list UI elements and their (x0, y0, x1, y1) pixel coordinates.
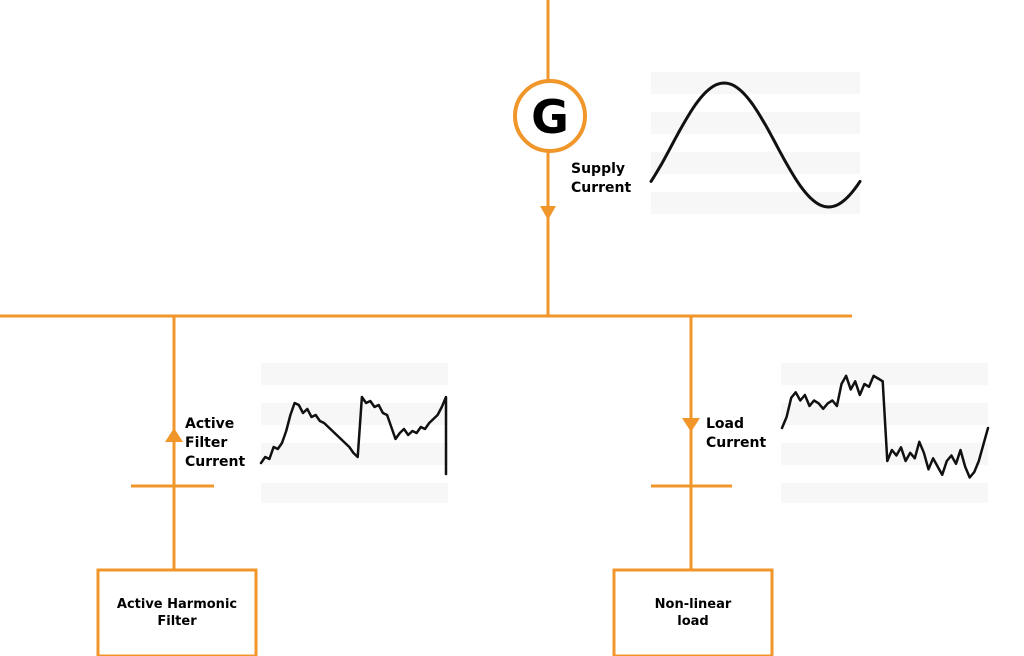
filter-label-line-2: Filter (185, 435, 228, 451)
active-filter-current-label: Active Filter Current (185, 415, 245, 472)
supply-wave-background (651, 72, 860, 214)
active-harmonic-filter-label: Active Harmonic Filter (116, 597, 238, 629)
supply-label-line-1: Supply (571, 161, 626, 177)
filter-current-waveform (259, 395, 448, 476)
circuit-lines (0, 0, 852, 570)
stripe (651, 112, 860, 134)
stripe (781, 443, 988, 465)
supply-label-line-2: Current (571, 180, 632, 196)
load-arrow-down-icon (682, 418, 700, 432)
filter-arrow-up-icon (165, 428, 183, 442)
supply-current-label: Supply Current (571, 160, 631, 198)
stripe (261, 363, 448, 385)
load-wave-background (781, 363, 988, 503)
generator-circle-icon (513, 79, 587, 153)
non-linear-load-box (612, 568, 774, 656)
load-label-line-1: Load (706, 416, 745, 432)
load-current-waveform (780, 374, 990, 479)
stripe (651, 152, 860, 174)
load-current-label: Load Current (706, 415, 766, 453)
stripe (781, 483, 988, 503)
stripe (261, 483, 448, 503)
generator-symbol: G (531, 90, 569, 144)
load-label-line-2: Current (706, 435, 767, 451)
supply-current-waveform (649, 81, 862, 209)
supply-arrow-down-icon (540, 206, 556, 220)
stripe (651, 72, 860, 94)
filter-wave-background (261, 363, 448, 503)
filter-label-line-1: Active (185, 416, 235, 432)
non-linear-load-label: Non-linear load (654, 597, 732, 629)
stripe (651, 192, 860, 214)
filter-label-line-3: Current (185, 454, 246, 470)
active-harmonic-filter-box (96, 568, 258, 656)
generator: G (513, 79, 587, 153)
stripe (781, 363, 988, 385)
